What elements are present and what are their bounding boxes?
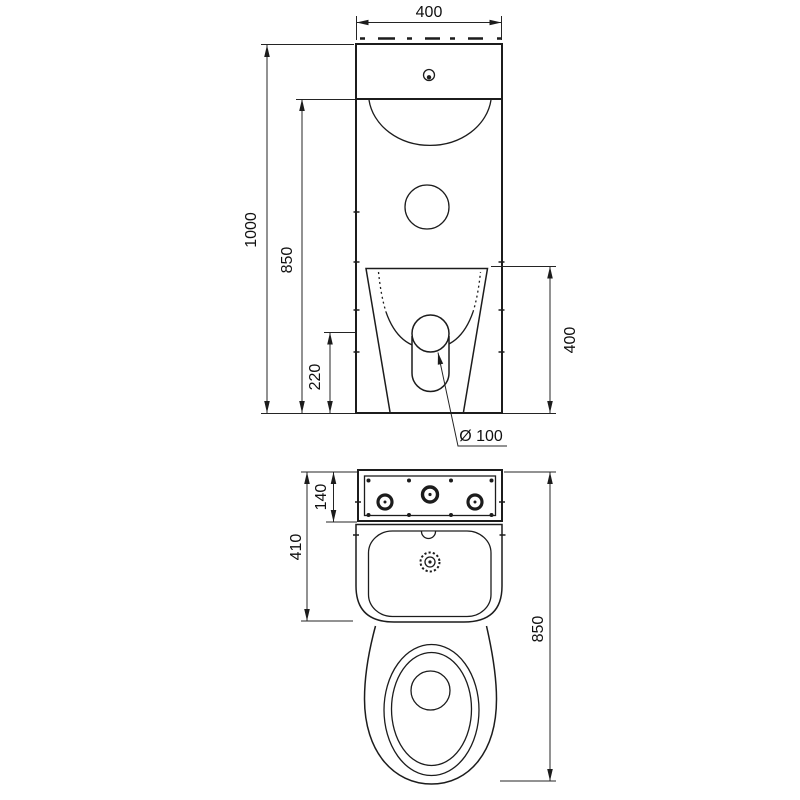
cistern-plan [357, 469, 503, 522]
washbasin-plan [355, 523, 503, 623]
washbasin-bowl-front [368, 99, 492, 147]
dimension-front-pan-height [491, 266, 556, 414]
dim-label-plan-cistern-depth: 140 [313, 483, 330, 511]
wc-bowl-plan [363, 625, 498, 785]
tap-hole-front [422, 68, 436, 82]
joint-ticks-plan [353, 501, 506, 536]
front-view [353, 37, 505, 414]
dimension-front-width [356, 16, 502, 40]
dim-label-outlet-diameter: Ø 100 [459, 428, 503, 445]
access-hole-front [404, 184, 450, 230]
overflow-notch-plan [420, 531, 437, 540]
cistern-fitting-right [466, 493, 484, 511]
dim-label-plan-basin-depth: 410 [288, 533, 305, 561]
dimension-plan-cistern-depth [326, 472, 357, 523]
dim-label-front-total-height: 1000 [243, 212, 260, 248]
dim-label-front-basin-height: 850 [279, 246, 296, 274]
basin-drain-plan [419, 551, 441, 573]
dimension-front-outlet-height [324, 332, 355, 413]
dim-label-front-pan-height: 400 [562, 326, 579, 354]
plan-view-dimensions [301, 471, 556, 782]
dimension-plan-basin-depth [301, 472, 353, 622]
dimension-front-total-height [261, 44, 355, 414]
dimension-front-basin-height [296, 99, 355, 413]
outlet-diameter-leader [437, 352, 507, 447]
dim-label-plan-overall-depth: 850 [530, 615, 547, 643]
dim-label-front-outlet-height: 220 [307, 363, 324, 391]
plan-view [353, 469, 506, 785]
dimension-plan-overall-depth [500, 471, 556, 782]
joint-ticks-front [353, 211, 505, 353]
trap-circle-plan [410, 670, 451, 711]
wc-pedestal-front [365, 267, 489, 413]
dim-label-front-width: 400 [415, 4, 443, 21]
cistern-fitting-center [420, 485, 440, 504]
cistern-fitting-left [376, 493, 394, 511]
outlet-circle-front [411, 314, 450, 353]
front-view-dimensions [261, 16, 556, 447]
